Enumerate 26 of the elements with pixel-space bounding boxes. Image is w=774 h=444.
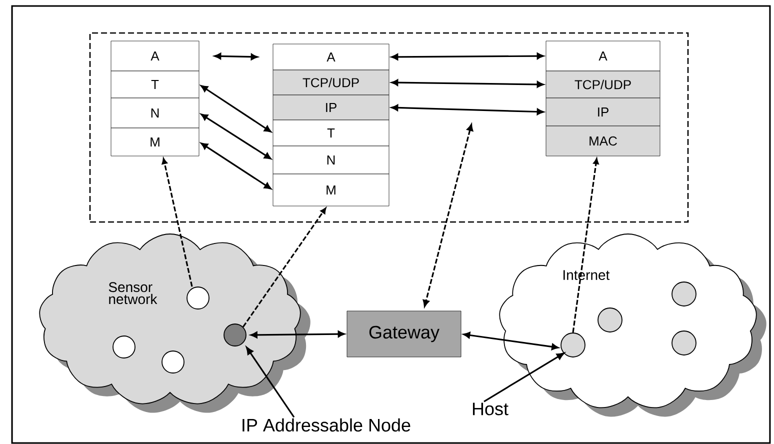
arrow (391, 104, 544, 116)
layer-box: M (272, 174, 390, 206)
arrow (200, 142, 272, 190)
callout-text: Host (472, 402, 508, 416)
callout-text: IP Addressable Node (242, 418, 410, 432)
layer-box: M (110, 128, 200, 156)
arrow (214, 52, 258, 60)
arrow (391, 52, 544, 60)
layer-box: IP (546, 98, 660, 126)
gateway-box: Gateway (346, 310, 462, 358)
layer-box: A (110, 40, 200, 72)
arrow (391, 79, 544, 88)
layer-box: A (272, 44, 390, 70)
dashed-frame (89, 32, 689, 223)
arrow (200, 85, 272, 132)
layer-box: T (110, 70, 200, 98)
layer-box: N (272, 146, 390, 174)
layer-box: TCP/UDP (272, 70, 390, 96)
arrow (422, 124, 474, 307)
layer-box: A (546, 40, 660, 72)
layer-box: MAC (546, 126, 660, 156)
layer-box: TCP/UDP (546, 70, 660, 98)
layer-box: N (110, 98, 200, 128)
arrow (200, 114, 272, 160)
layer-box: T (272, 120, 390, 146)
layer-box: IP (272, 94, 390, 120)
